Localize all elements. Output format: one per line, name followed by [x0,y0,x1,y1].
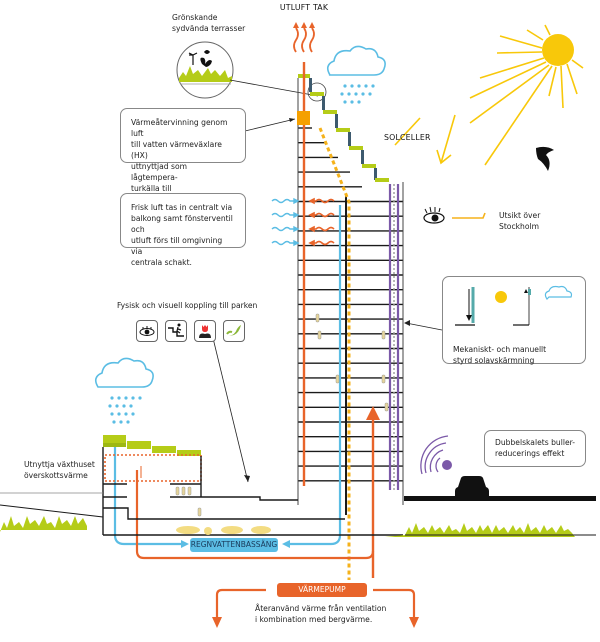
green-terraces-label: Grönskande sydvända terrasser [172,13,246,33]
exhaust-heat-arrows [293,27,315,53]
exhaust-air-wave [312,198,335,204]
solar-shading-illustration [455,285,573,326]
rainwater-pipe-right [288,205,342,546]
exhaust-air-arrows [308,197,335,247]
stairs-person-icon [165,320,187,342]
eye-icon [136,320,158,342]
view-arrow [452,212,486,219]
fresh-air-callout: Frisk luft tas in centralt via balkong s… [120,193,246,267]
heatpump-line-left [215,588,266,620]
shading-leader-line [405,322,443,331]
stepped-terraces [298,74,389,182]
rainwater-tank-label: REGNVATTENBASSÄNG [190,538,278,552]
exhaust-air-wave [312,226,335,232]
sun-icon [469,24,584,166]
exhaust-air-wave [312,212,335,218]
grass-left [0,516,87,532]
park-leader-line [211,333,249,483]
road [404,496,596,501]
greenhouse-heat-loop [135,470,375,560]
fresh-air-wave [271,226,294,232]
heat-exchanger-unit [297,111,310,125]
car-icon [455,476,489,499]
double-facade [388,184,400,490]
bedrock-blobs [176,526,271,535]
solar-shading-callout: Mekaniskt- och manuellt styrd solavskärm… [442,276,586,365]
bird-icon [536,146,554,171]
terrace-highlight-circle [307,82,327,102]
heat-supply-arrowhead [366,406,380,420]
sun-ray-arrows [394,114,456,165]
terrace-detail-circle [176,41,234,99]
solar-cells-label: SOLCELLER [384,133,431,142]
fresh-air-wave [271,198,294,204]
ground-slope-line [0,504,104,518]
cloud-icon-top [326,45,386,76]
rain-drops-left [108,396,142,424]
view-label: Utsikt över Stockholm [499,211,541,231]
fresh-air-wave [271,240,294,246]
heatpump-line-right [373,588,416,620]
solar-shading-text: Mekaniskt- och manuellt styrd solavskärm… [453,345,547,365]
people-figures [197,313,389,517]
exhaust-arrowheads [293,22,315,28]
exhaust-roof-label: UTLUFT TAK [279,3,329,12]
rain-drops-top [340,84,375,104]
greenhouse-building [102,435,403,536]
fresh-air-wave [271,212,294,218]
grass-right [385,523,575,537]
heat-pump-label: VÄRMEPUMP [277,583,367,597]
park-connection-label: Fysisk och visuell koppling till parken [117,301,258,310]
tulip-icon [194,320,216,342]
leaf-icon [223,320,245,342]
heat-pump-note: Återanvänd värme från ventilation i komb… [255,604,387,624]
noise-reduction-callout: Dubbelskalets buller- reducerings effekt [484,430,586,467]
cloud-icon-left [94,357,154,388]
eye-icon-view [423,206,445,224]
noise-waves-icon [420,435,452,475]
heat-recovery-callout: Värmeåtervinning genom luft till vatten … [120,108,246,204]
fresh-air-in-arrows [271,197,300,247]
hx-leader-line [244,118,296,132]
heat-return-dashed-line [318,127,351,580]
exhaust-air-wave [312,240,335,246]
greenhouse-label: Utnyttja växthuset överskottsvärme [24,460,95,480]
